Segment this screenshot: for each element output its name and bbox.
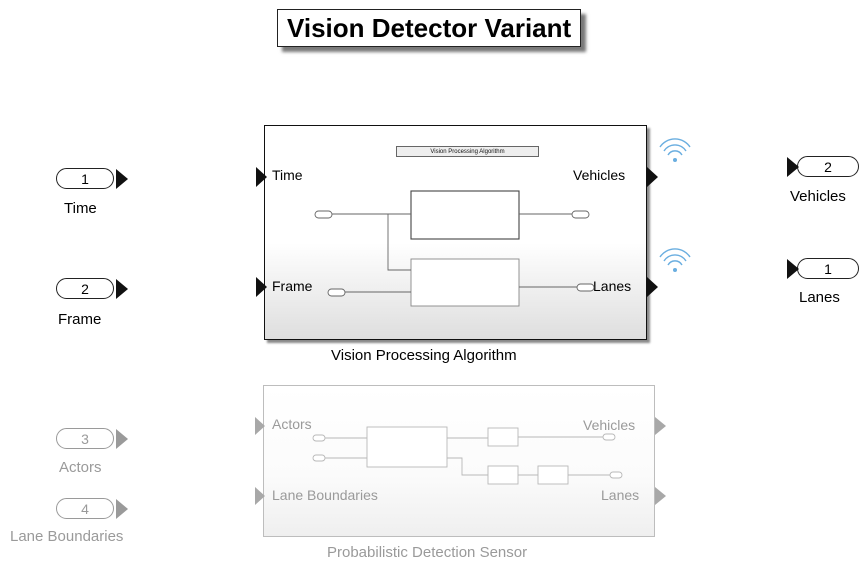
sensor-internal-preview <box>312 426 623 485</box>
sensor-input-lane-boundaries: Lane Boundaries <box>272 487 378 503</box>
sensor-port-lanes-arrow <box>655 487 666 505</box>
inport-frame[interactable]: 2 <box>56 278 114 299</box>
outport-vehicles-label: Vehicles <box>790 188 846 205</box>
sensor-port-lane-boundaries-arrow <box>255 487 265 505</box>
inport-time-label: Time <box>64 200 97 217</box>
inport-lane-boundaries-arrow <box>116 499 128 519</box>
outport-lanes-label: Lanes <box>799 289 840 306</box>
sensor-port-actors-arrow <box>255 417 265 435</box>
sensor-output-vehicles: Vehicles <box>583 417 636 433</box>
vision-port-lanes-arrow <box>647 277 658 297</box>
probabilistic-detection-block[interactable] <box>263 385 655 537</box>
vision-port-vehicles-arrow <box>647 167 658 187</box>
vision-output-lanes: Lanes <box>593 278 632 294</box>
vision-port-frame-arrow <box>256 277 267 297</box>
vision-block-name: Vision Processing Algorithm <box>331 347 517 364</box>
vision-internal-preview <box>314 190 595 307</box>
outport-lanes[interactable]: 1 <box>797 258 859 279</box>
inport-actors[interactable]: 3 <box>56 428 114 449</box>
diagram-title: Vision Detector Variant <box>277 9 582 47</box>
sensor-port-vehicles-arrow <box>655 417 666 435</box>
vision-port-time-arrow <box>256 167 267 187</box>
sensor-block-name: Probabilistic Detection Sensor <box>327 544 528 561</box>
vision-output-vehicles: Vehicles <box>573 167 626 183</box>
vision-block-preview-title: Vision Processing Algorithm <box>396 146 539 157</box>
vision-input-time: Time <box>272 167 303 183</box>
outport-lanes-arrow <box>787 259 799 279</box>
inport-frame-label: Frame <box>58 311 102 328</box>
signal-icon-vehicles <box>659 138 691 162</box>
vision-input-frame: Frame <box>272 278 313 294</box>
inport-time[interactable]: 1 <box>56 168 114 189</box>
outport-vehicles-arrow <box>787 157 799 177</box>
signal-icon-lanes <box>659 248 691 272</box>
inport-time-arrow <box>116 169 128 189</box>
inport-actors-arrow <box>116 429 128 449</box>
sensor-output-lanes: Lanes <box>601 487 640 503</box>
inport-lane-boundaries[interactable]: 4 <box>56 498 114 519</box>
sensor-input-actors: Actors <box>272 416 312 432</box>
inport-actors-label: Actors <box>59 459 102 476</box>
inport-frame-arrow <box>116 279 128 299</box>
inport-lane-boundaries-label: Lane Boundaries <box>10 528 124 545</box>
